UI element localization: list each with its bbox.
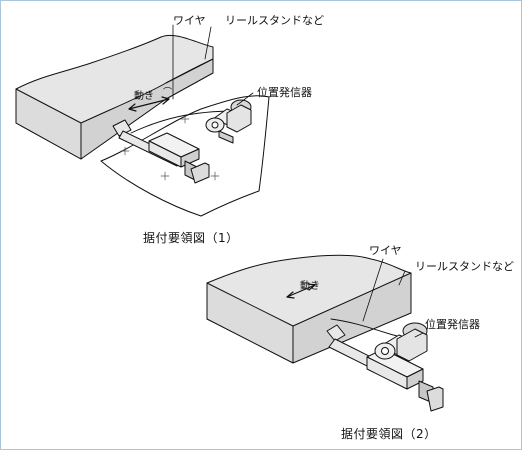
figure-1-drawing: ⌒ (15, 24, 270, 217)
fig2-motion-label: 動き (300, 281, 320, 292)
fig1-wire-label: ワイヤ (173, 14, 206, 27)
svg-text:⌒: ⌒ (163, 87, 172, 98)
cylinder-assembly-1 (112, 119, 210, 184)
motion-arrow-1 (128, 98, 170, 110)
encoder-1 (205, 99, 252, 144)
fig2-caption: 据付要領図（2） (341, 427, 437, 441)
figure-2-drawing (206, 254, 444, 412)
fig1-caption: 据付要領図（1） (143, 231, 239, 245)
fig1-encoder-label: 位置発信器 (257, 86, 312, 99)
fig1-reel-stand-label: リールスタンドなど (225, 14, 324, 27)
fig2-wire-label: ワイヤ (369, 244, 402, 257)
fig2-encoder-label: 位置発信器 (425, 318, 480, 331)
wire-2 (330, 318, 402, 338)
machine-slab-1 (15, 34, 214, 160)
machine-slab-2 (206, 254, 412, 364)
encoder-2 (374, 322, 428, 362)
motion-arrow-2 (286, 284, 316, 298)
fig1-motion-label: 動き (134, 91, 154, 102)
wire-1 (130, 110, 237, 134)
fig2-reel-stand-label: リールスタンドなど (415, 260, 514, 273)
